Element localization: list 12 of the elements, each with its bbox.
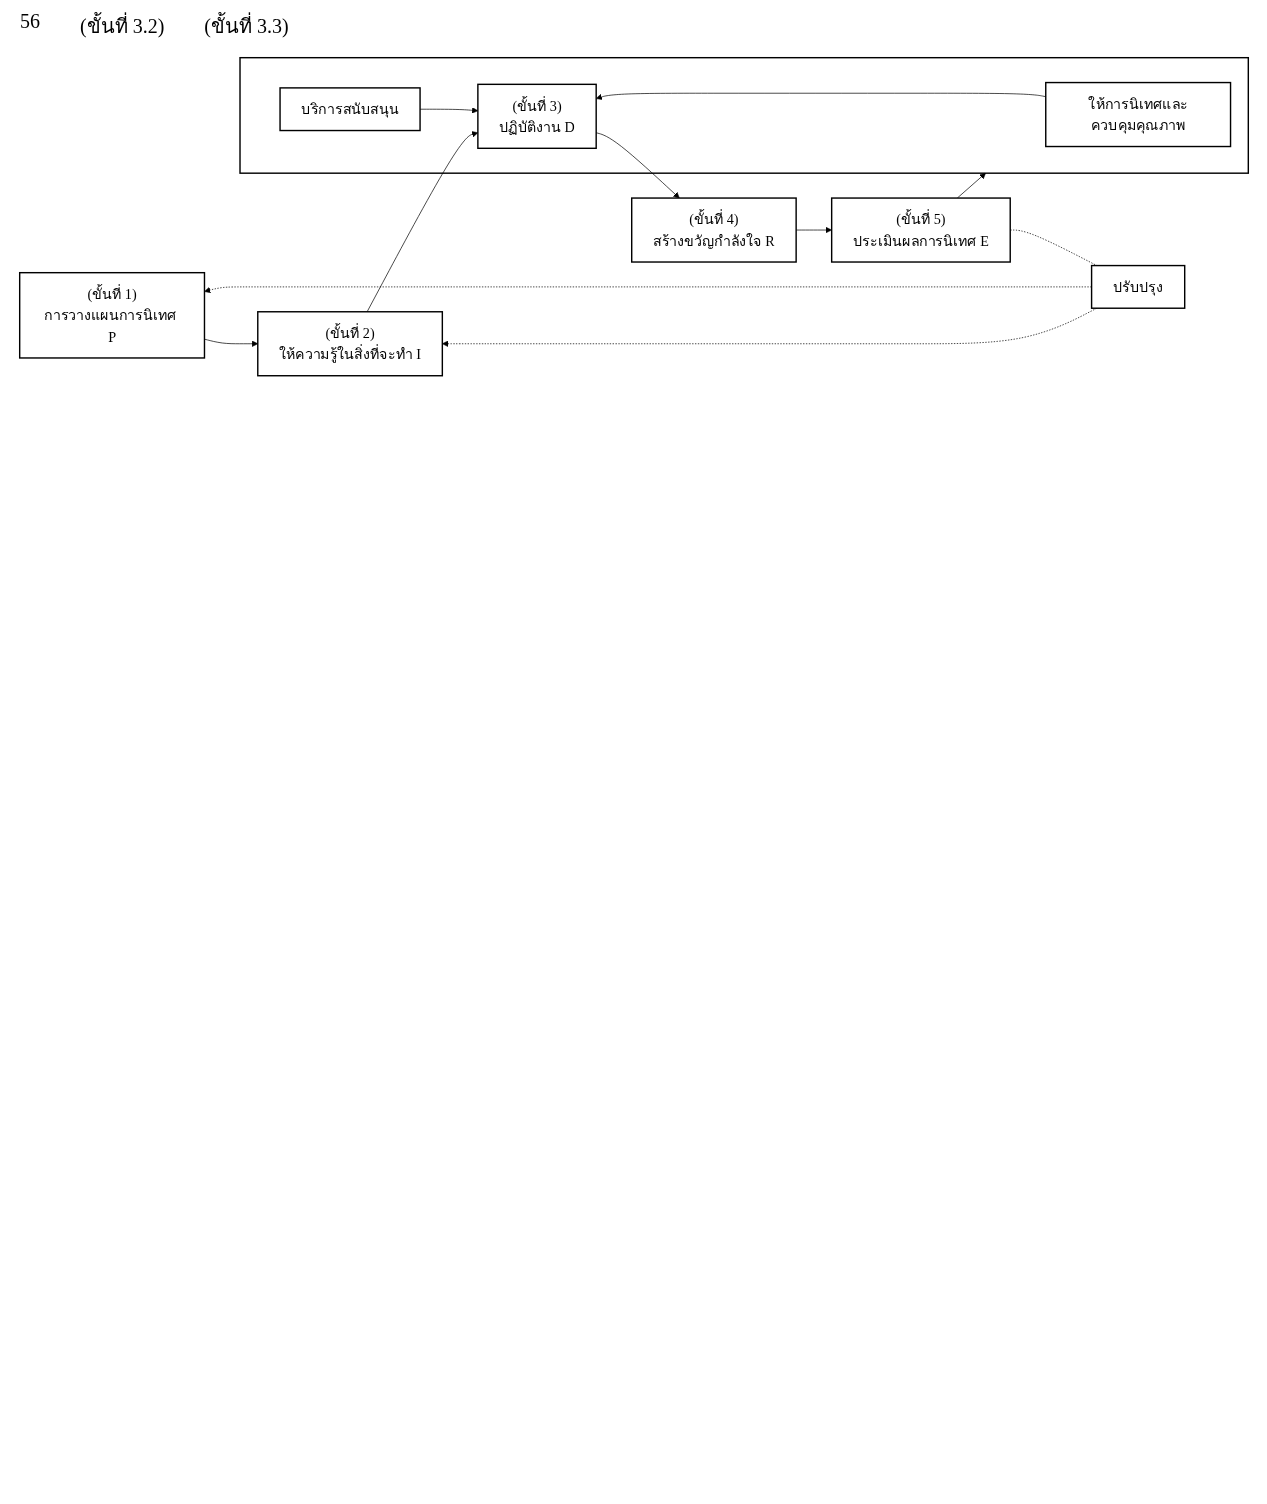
node-box: (ขั้นที่ 5) ประเมินผลการนิเทศ E [830,197,1011,263]
node-box: (ขั้นที่ 2) ให้ความรู้ในสิ่งที่จะทำ I [256,311,443,377]
node-box: (ขั้นที่ 1) การวางแผนการนิเทศ P [18,271,205,359]
node-box: ปรับปรุง [1090,264,1185,309]
node-box: ให้การนิเทศและควบคุมคุณภาพ [1044,81,1231,148]
node-box: บริการสนับสนุน [278,87,421,132]
note-text: (ขั้นที่ 3.3) [204,10,289,42]
cluster [238,57,1249,174]
note-text: 56 [20,10,40,34]
note-text: (ขั้นที่ 3.2) [80,10,165,42]
node-box: (ขั้นที่ 3) ปฏิบัติงาน D [476,83,597,149]
node-box: (ขั้นที่ 4) สร้างขวัญกำลังใจ R [630,197,797,263]
